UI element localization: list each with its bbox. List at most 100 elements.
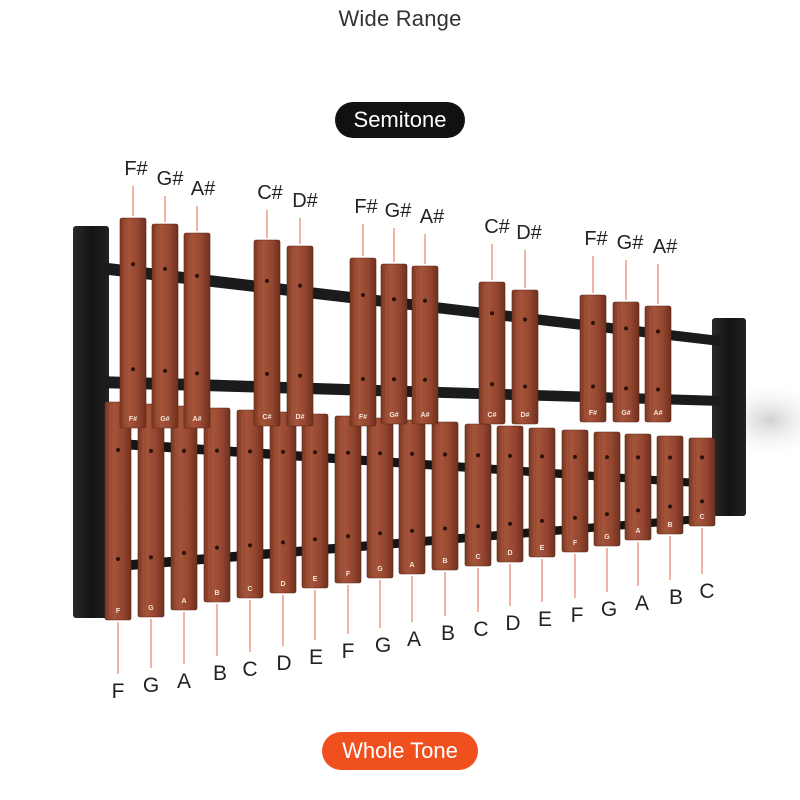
sharp-bar-1-body <box>119 217 147 429</box>
natural-bar-12-peg-hole <box>476 524 480 529</box>
sharp-bar-11-peg-hole <box>591 384 595 389</box>
natural-bar-6-peg-hole <box>281 540 285 545</box>
sharp-bar-5-mark: D# <box>296 414 305 421</box>
natural-bar-10[interactable]: A <box>398 419 426 575</box>
natural-bar-3[interactable]: A <box>170 405 198 611</box>
sharp-bar-5-peg-hole <box>298 283 302 288</box>
sharp-bar-9[interactable]: C# <box>478 281 506 425</box>
natural-bar-5-peg-hole <box>248 449 252 454</box>
natural-bar-13-peg-hole <box>508 521 512 526</box>
sharp-bar-2[interactable]: G# <box>151 223 179 429</box>
natural-bar-1[interactable]: F <box>104 401 132 621</box>
semitone-badge: Semitone <box>335 102 465 138</box>
natural-bar-16-peg-hole <box>605 512 609 517</box>
sharp-note-label: D# <box>292 190 318 212</box>
natural-bar-6[interactable]: D <box>269 411 297 594</box>
sharp-bar-3[interactable]: A# <box>183 232 211 429</box>
sharp-bar-8-peg-hole <box>423 298 427 303</box>
sharp-bar-7[interactable]: G# <box>380 263 408 425</box>
natural-bar-14[interactable]: E <box>528 427 556 558</box>
natural-bar-12[interactable]: C <box>464 423 492 567</box>
sharp-bar-5[interactable]: D# <box>286 245 314 427</box>
natural-bar-17[interactable]: A <box>624 433 652 541</box>
sharp-bar-7-mark: G# <box>389 412 398 419</box>
sharp-bar-4-body <box>253 239 281 427</box>
natural-bar-17-mark: A <box>635 528 640 535</box>
natural-note-label: F <box>341 640 355 663</box>
natural-bar-7[interactable]: E <box>301 413 329 589</box>
sharp-bar-1-peg-hole <box>131 367 135 372</box>
natural-bar-8-body <box>334 415 362 584</box>
sharp-bar-9-peg-hole <box>490 382 494 387</box>
natural-bar-18[interactable]: B <box>656 435 684 535</box>
natural-note-label: F <box>570 604 584 627</box>
sharp-bar-13-peg-hole <box>656 387 660 392</box>
sharp-note-label: F# <box>354 196 378 218</box>
natural-bar-8-peg-hole <box>346 450 350 455</box>
natural-bar-7-body <box>301 413 329 589</box>
sharp-bar-7-peg-hole <box>392 297 396 302</box>
natural-bar-17-peg-hole <box>636 508 640 513</box>
sharp-bar-4-mark: C# <box>263 414 272 421</box>
natural-bar-19[interactable]: C <box>688 437 716 527</box>
natural-bar-12-peg-hole <box>476 453 480 458</box>
natural-bar-11-body <box>431 421 459 571</box>
natural-bar-16-body <box>593 431 621 547</box>
sharp-note-label: D# <box>516 222 542 244</box>
natural-bar-5-body <box>236 409 264 599</box>
natural-bar-7-peg-hole <box>313 450 317 455</box>
sharp-bar-4[interactable]: C# <box>253 239 281 427</box>
sharp-bar-6-peg-hole <box>361 292 365 297</box>
sharp-bar-13[interactable]: A# <box>644 305 672 423</box>
natural-bar-1-peg-hole <box>116 447 120 452</box>
natural-bar-6-body <box>269 411 297 594</box>
natural-bar-15-mark: F <box>573 540 578 547</box>
natural-bar-4-mark: B <box>214 590 219 597</box>
natural-bar-18-body <box>656 435 684 535</box>
natural-bar-19-mark: C <box>699 514 704 521</box>
natural-bar-2[interactable]: G <box>137 403 165 618</box>
natural-bar-11[interactable]: B <box>431 421 459 571</box>
natural-bar-5-mark: C <box>247 586 252 593</box>
natural-bar-9-peg-hole <box>378 451 382 456</box>
sharp-bar-8[interactable]: A# <box>411 265 439 425</box>
natural-bar-10-body <box>398 419 426 575</box>
natural-note-label: A <box>406 628 422 651</box>
sharp-bar-2-peg-hole <box>163 368 167 373</box>
sharp-bar-6-mark: F# <box>359 414 367 421</box>
sharp-bar-11[interactable]: F# <box>579 294 607 423</box>
sharp-bar-6[interactable]: F# <box>349 257 377 427</box>
sharp-note-label: C# <box>257 182 283 204</box>
sharp-bar-12-mark: G# <box>621 410 630 417</box>
sharp-note-label: G# <box>156 168 184 190</box>
natural-bar-9[interactable]: G <box>366 417 394 579</box>
natural-bar-4-peg-hole <box>215 545 219 550</box>
natural-bar-7-mark: E <box>313 576 318 583</box>
natural-bar-4[interactable]: B <box>203 407 231 603</box>
natural-bar-1-peg-hole <box>116 556 120 561</box>
sharp-bar-1-mark: F# <box>129 416 137 423</box>
natural-bar-2-mark: G <box>148 605 154 612</box>
natural-note-label: D <box>276 652 292 675</box>
natural-bar-17-peg-hole <box>636 455 640 460</box>
natural-bar-2-peg-hole <box>149 555 153 560</box>
natural-bar-10-mark: A <box>409 562 414 569</box>
sharp-bar-1[interactable]: F# <box>119 217 147 429</box>
natural-bar-8[interactable]: F <box>334 415 362 584</box>
sharp-bar-12[interactable]: G# <box>612 301 640 423</box>
sharp-bar-3-mark: A# <box>193 416 202 423</box>
natural-bar-7-peg-hole <box>313 537 317 542</box>
natural-note-label: E <box>308 646 324 669</box>
natural-bar-5[interactable]: C <box>236 409 264 599</box>
sharp-bar-10[interactable]: D# <box>511 289 539 425</box>
natural-bar-15[interactable]: F <box>561 429 589 553</box>
natural-bar-11-peg-hole <box>443 452 447 457</box>
natural-bar-13[interactable]: D <box>496 425 524 563</box>
sharp-bar-8-body <box>411 265 439 425</box>
natural-bar-12-mark: C <box>475 554 480 561</box>
sharp-bar-3-body <box>183 232 211 429</box>
natural-bar-16[interactable]: G <box>593 431 621 547</box>
sharp-bar-10-mark: D# <box>521 412 530 419</box>
natural-bar-2-body <box>137 403 165 618</box>
